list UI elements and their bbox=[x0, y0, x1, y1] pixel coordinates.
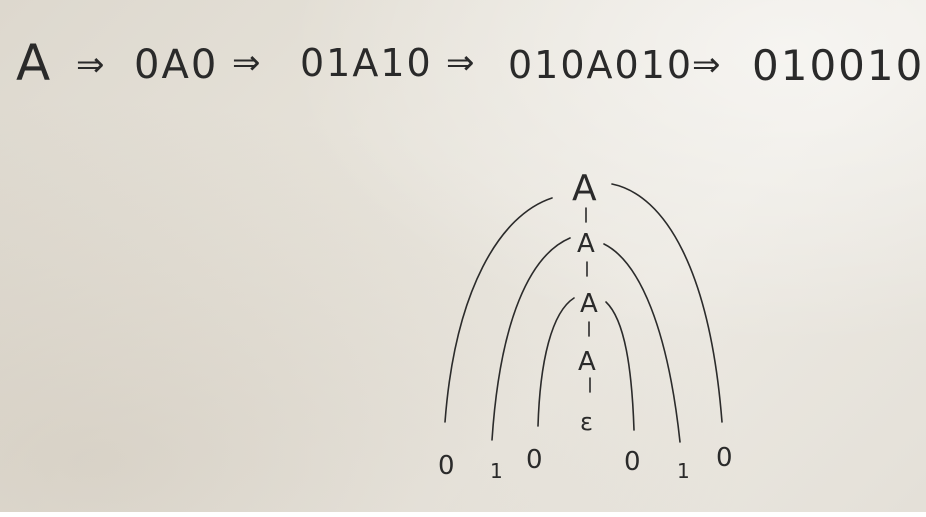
tree-node-level-3: A bbox=[580, 289, 598, 319]
terminal-6: 0 bbox=[716, 443, 733, 473]
terminal-1: 0 bbox=[438, 451, 455, 481]
parse-tree-spine: A A A A ε bbox=[572, 168, 598, 436]
branch-outer-left bbox=[444, 197, 553, 423]
derivation-step-1: A bbox=[16, 34, 50, 92]
derivation-line: A ⇒ 0A0 ⇒ 01A10 ⇒ 010A010 ⇒ 010010 bbox=[16, 34, 924, 92]
derivation-step-3: 01A10 bbox=[300, 41, 433, 85]
branch-outer-right bbox=[611, 183, 723, 423]
terminal-5: 1 bbox=[677, 459, 690, 483]
derivation-step-4: 010A010 bbox=[508, 43, 693, 87]
derivation-arrow-4: ⇒ bbox=[692, 45, 721, 85]
terminal-3: 0 bbox=[526, 445, 543, 475]
branch-middle-left bbox=[491, 237, 571, 441]
parse-tree-branches bbox=[444, 183, 723, 443]
tree-node-level-4: A bbox=[578, 347, 596, 377]
parse-tree-terminals: 0 1 0 0 1 0 bbox=[438, 443, 733, 483]
branch-middle-right bbox=[603, 243, 681, 443]
branch-inner-left bbox=[537, 297, 575, 427]
terminal-2: 1 bbox=[490, 459, 503, 483]
terminal-4: 0 bbox=[624, 447, 641, 477]
derivation-arrow-2: ⇒ bbox=[232, 43, 261, 83]
derivation-arrow-1: ⇒ bbox=[76, 45, 105, 85]
derivation-arrow-3: ⇒ bbox=[446, 43, 475, 83]
derivation-step-5: 010010 bbox=[752, 41, 924, 90]
tree-node-root: A bbox=[572, 168, 597, 209]
tree-leaf-epsilon: ε bbox=[580, 408, 593, 436]
tree-node-level-2: A bbox=[577, 229, 595, 259]
branch-inner-right bbox=[605, 301, 635, 431]
derivation-step-2: 0A0 bbox=[134, 42, 218, 88]
